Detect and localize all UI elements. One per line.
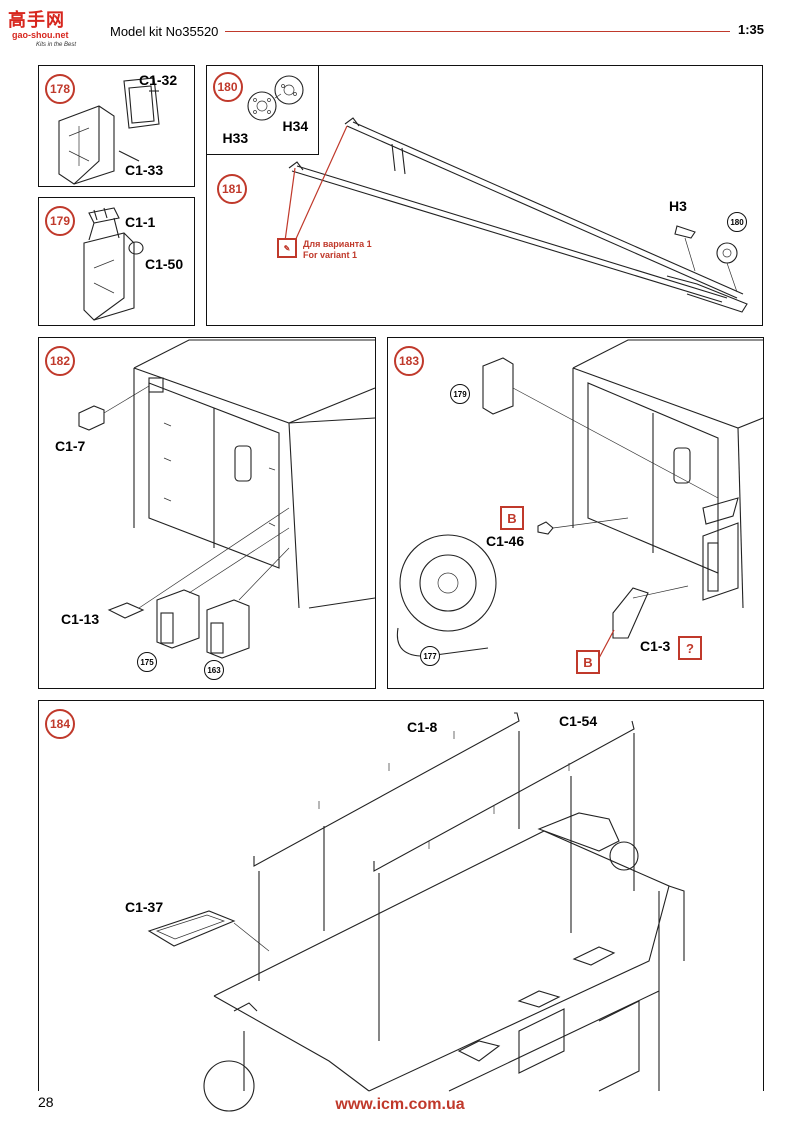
step-number-183: 183 (394, 346, 424, 376)
marker-b-bottom: B (576, 650, 600, 674)
step-180-inset: 180 H33 H34 (205, 64, 319, 155)
part-label-c1-46: C1-46 (486, 533, 525, 549)
step-number-178: 178 (45, 74, 75, 104)
jerrycan-drawing-178 (58, 77, 160, 185)
part-label-c1-33: C1-33 (125, 162, 164, 178)
ref-step-177: 177 (420, 646, 440, 666)
header-rule (225, 31, 730, 32)
wheel-hub-drawing-180 (246, 74, 304, 121)
question-marker: ? (678, 636, 702, 660)
part-label-c1-8: C1-8 (407, 719, 438, 735)
ref-step-179: 179 (450, 384, 470, 404)
ref-step-180: 180 (727, 212, 747, 232)
part-label-c1-1: C1-1 (125, 214, 156, 230)
vehicle-rear-drawing-183 (396, 339, 764, 661)
variant-icon: ✎ (277, 238, 297, 258)
part-label-c1-37: C1-37 (125, 899, 164, 915)
marker-b-top: B (500, 506, 524, 530)
part-label-c1-54: C1-54 (559, 713, 598, 729)
part-label-c1-7: C1-7 (55, 438, 86, 454)
logo-url: gao-shou.net (12, 30, 69, 40)
jerrycan-drawing-179 (83, 207, 144, 321)
part-label-h34: H34 (282, 117, 309, 134)
ref-step-163: 163 (204, 660, 224, 680)
variant-note-en: For variant 1 (303, 250, 358, 260)
step-178-panel: 178 C1-32 C1-33 (38, 65, 195, 187)
vehicle-roof-drawing-184 (147, 712, 685, 1112)
part-label-c1-13: C1-13 (61, 611, 100, 627)
step-number-181: 181 (217, 174, 247, 204)
ref-step-175: 175 (137, 652, 157, 672)
step-183-panel: 183 179 B C1-46 177 B C1-3 ? (387, 337, 764, 689)
step-184-panel: 184 C1-8 C1-54 C1-37 (38, 700, 764, 1112)
vehicle-rear-drawing-182 (78, 339, 376, 659)
part-label-c1-3: C1-3 (640, 638, 671, 654)
footer-url-link[interactable]: www.icm.com.ua (335, 1096, 465, 1113)
step-number-184: 184 (45, 709, 75, 739)
model-kit-title: Model kit No35520 (110, 24, 219, 39)
logo-tagline: Kits in the Best (36, 42, 77, 48)
variant-note-ru: Для варианта 1 (303, 239, 372, 249)
part-label-c1-32: C1-32 (139, 72, 178, 88)
step-181-panel: 180 H33 H34 181 H3 180 ✎ Для варианта 1 (205, 64, 763, 326)
step-number-182: 182 (45, 346, 75, 376)
part-label-c1-50: C1-50 (145, 256, 184, 272)
step-number-180: 180 (212, 71, 243, 102)
site-logo: 高手网 gao-shou.net Kits in the Best (6, 6, 96, 50)
step-179-panel: 179 C1-1 C1-50 (38, 197, 195, 326)
part-label-h33: H33 (222, 129, 249, 146)
scale-label: 1:35 (737, 22, 764, 37)
logo-cjk-text: 高手网 (8, 10, 65, 31)
step-182-panel: 182 C1-7 C1-13 175 163 (38, 337, 376, 689)
step-number-179: 179 (45, 206, 75, 236)
variant-note: Для варианта 1 For variant 1 (303, 239, 372, 261)
tow-bar-drawing-181 (284, 117, 748, 313)
page-number: 28 (38, 1094, 54, 1110)
part-label-h3: H3 (669, 198, 687, 214)
